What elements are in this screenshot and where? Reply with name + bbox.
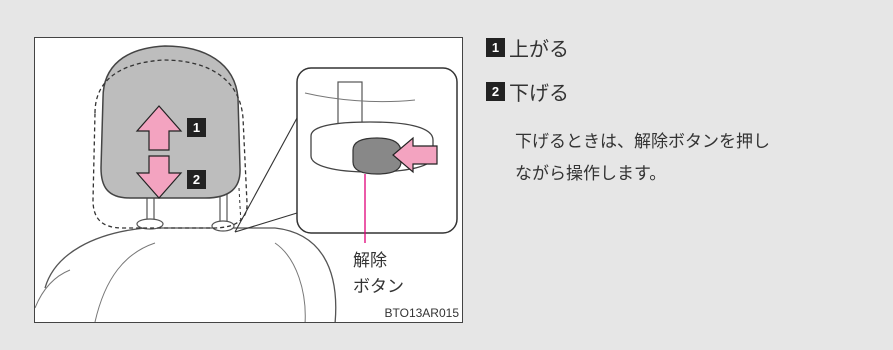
press-arrow — [392, 136, 438, 174]
seat-back-outline — [44, 227, 337, 322]
step-item: 2 下げる — [486, 74, 876, 108]
step-item: 1 上がる — [486, 30, 876, 64]
release-label-line-2: ボタン — [353, 277, 404, 297]
headrest-drawing — [35, 45, 458, 322]
step-number-badge: 2 — [486, 81, 505, 101]
release-label-line-1: 解除 — [353, 251, 387, 271]
headrest-lowered-outline — [92, 59, 248, 229]
note-text: 下げるときは、解除ボタンを押し ながら操作します。 — [515, 126, 865, 190]
figure-code: BTO13AR015 — [384, 306, 460, 320]
marker-1: 1 — [187, 118, 206, 137]
headrest-post-right — [219, 193, 228, 225]
release-button-label: 解除 ボタン — [353, 248, 433, 300]
up-arrow — [135, 105, 183, 151]
step-list: 1 上がる 2 下げる — [486, 30, 876, 108]
down-arrow — [135, 155, 183, 199]
note-line-1: 下げるときは、解除ボタンを押し — [515, 132, 770, 152]
step-number-badge: 1 — [486, 37, 505, 57]
note-line-2: ながら操作します。 — [515, 164, 667, 184]
headrest-illustration: 1 2 解除 ボタン BTO13AR015 — [34, 37, 463, 323]
step-label: 上がる — [509, 36, 569, 61]
step-label: 下げる — [509, 80, 569, 105]
marker-2: 2 — [187, 170, 206, 189]
